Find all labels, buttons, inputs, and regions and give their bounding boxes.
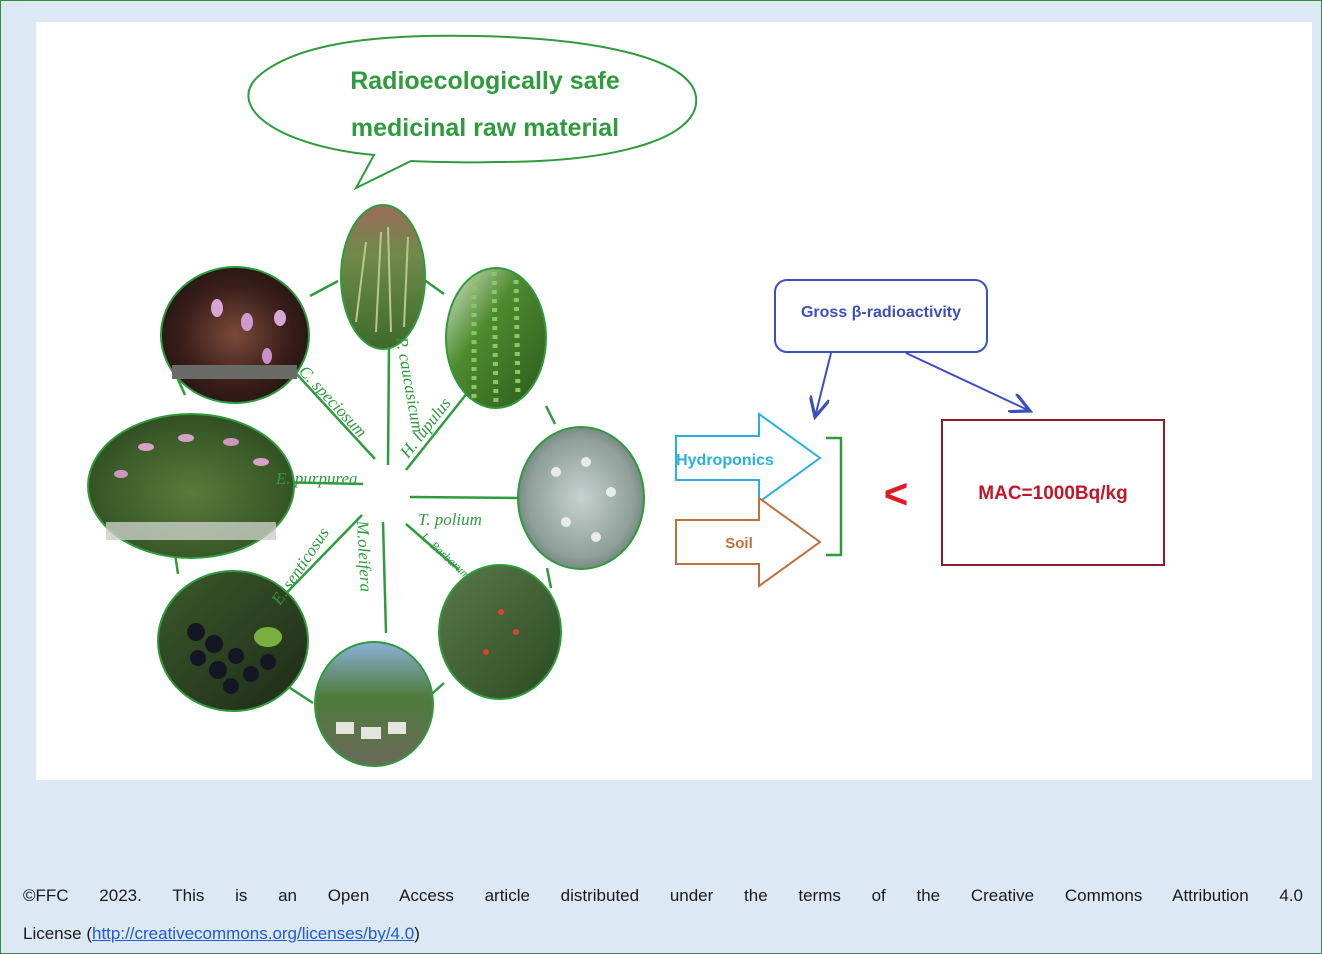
arrow-to-mac: [905, 352, 1030, 411]
less-than-sign: <: [884, 470, 909, 517]
hydroponics-arrow: Hydroponics: [675, 412, 822, 504]
license-caption: ©FFC 2023. This is an Open Access articl…: [23, 877, 1303, 953]
photo-colchicum: [160, 266, 310, 404]
label-c-speciosum: C. speciosum: [295, 362, 371, 441]
bracket: [826, 436, 843, 557]
mac-label: MAC=1000Bq/kg: [978, 483, 1127, 504]
graphical-abstract: Radioecologically safe medicinal raw mat…: [36, 22, 1312, 780]
gross-beta-box: Gross β-radioactivity: [774, 279, 988, 353]
callout-line1: Radioecologically safe: [350, 67, 620, 95]
label-e-senticosus: E. senticosus: [267, 524, 333, 609]
callout-line2: medicinal raw material: [351, 114, 619, 142]
soil-arrow: Soil: [675, 496, 822, 588]
photo-m-oleifera: [314, 641, 434, 767]
license-prefix: License (: [23, 924, 92, 943]
label-m-oleifera: M.oleifera: [353, 519, 376, 592]
label-e-purpurea: E. purpurea: [275, 469, 358, 488]
photo-h-lupulus: [445, 267, 547, 409]
license-suffix: ): [414, 924, 420, 943]
caption-text: ©FFC 2023. This is an Open Access articl…: [23, 886, 1303, 905]
photo-e-purpurea: [87, 413, 295, 559]
photo-t-polium: [517, 426, 645, 570]
arrow-to-bracket: [815, 352, 832, 417]
gross-beta-label: Gross β-radioactivity: [801, 304, 961, 321]
photo-l-barbarum: [438, 564, 562, 700]
photo-e-senticosus: [157, 570, 309, 712]
license-link[interactable]: http://creativecommons.org/licenses/by/4…: [91, 924, 415, 943]
caption-line2: License (http://creativecommons.org/lice…: [23, 915, 1303, 953]
label-t-polium: T. polium: [418, 510, 482, 529]
hydroponics-label: Hydroponics: [676, 452, 774, 469]
label-l-barbarum: L. Barbarum: [417, 529, 473, 582]
photo-p-caucasicum: [340, 204, 426, 350]
soil-label: Soil: [725, 535, 753, 552]
mac-box: MAC=1000Bq/kg: [941, 419, 1165, 566]
diagram-canvas: Radioecologically safe medicinal raw mat…: [87, 34, 1165, 767]
callout-bubble: Radioecologically safe medicinal raw mat…: [247, 34, 698, 191]
